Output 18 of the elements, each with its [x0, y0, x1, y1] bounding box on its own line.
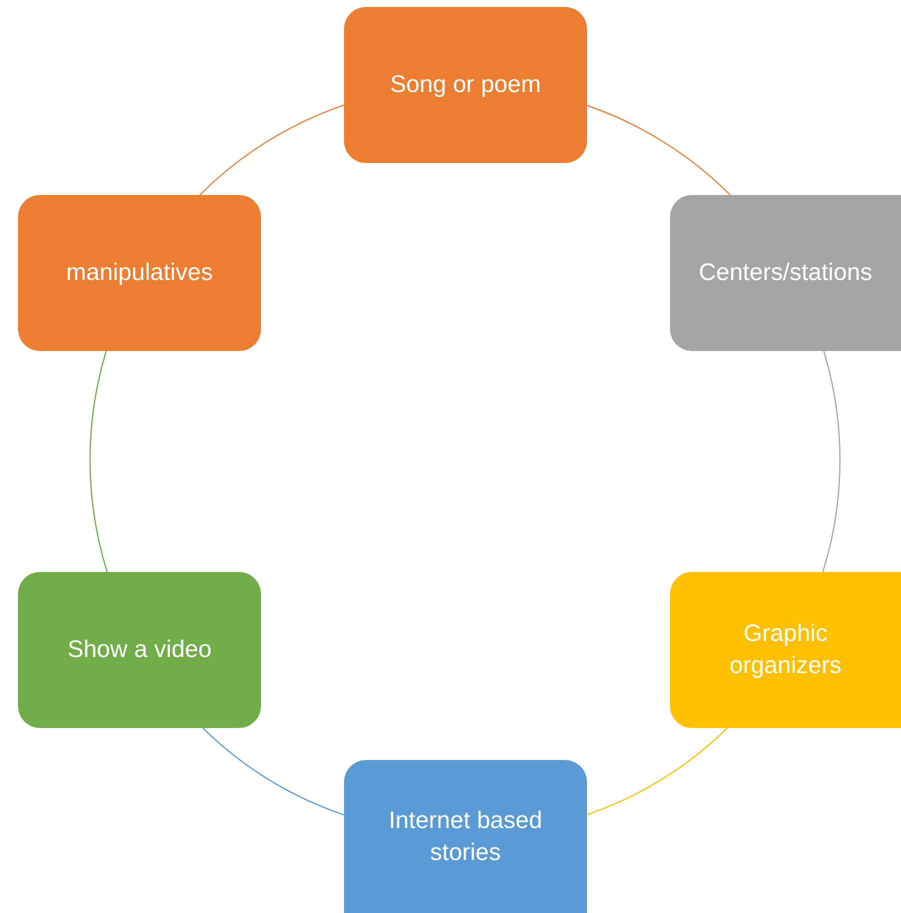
- rounded-box: [344, 7, 587, 163]
- connector-arc: [199, 104, 344, 196]
- rounded-box: [344, 760, 587, 913]
- box-label: Show a video: [67, 635, 212, 665]
- rounded-box: [670, 572, 901, 728]
- box-label: Song or poem: [390, 70, 541, 100]
- connector-arc: [586, 728, 728, 816]
- box-label: Centers/stations: [698, 258, 872, 288]
- connector-arc: [822, 350, 840, 572]
- connector-arc: [90, 350, 108, 572]
- rounded-box: [18, 195, 261, 351]
- box-label: Internet based stories: [388, 806, 544, 868]
- connector-arc: [586, 104, 731, 196]
- rounded-box: [18, 572, 261, 728]
- connector-arc: [202, 728, 344, 816]
- box-label: manipulatives: [66, 258, 213, 288]
- box-label: Graphic organizers: [728, 619, 843, 681]
- rounded-box: [670, 195, 901, 351]
